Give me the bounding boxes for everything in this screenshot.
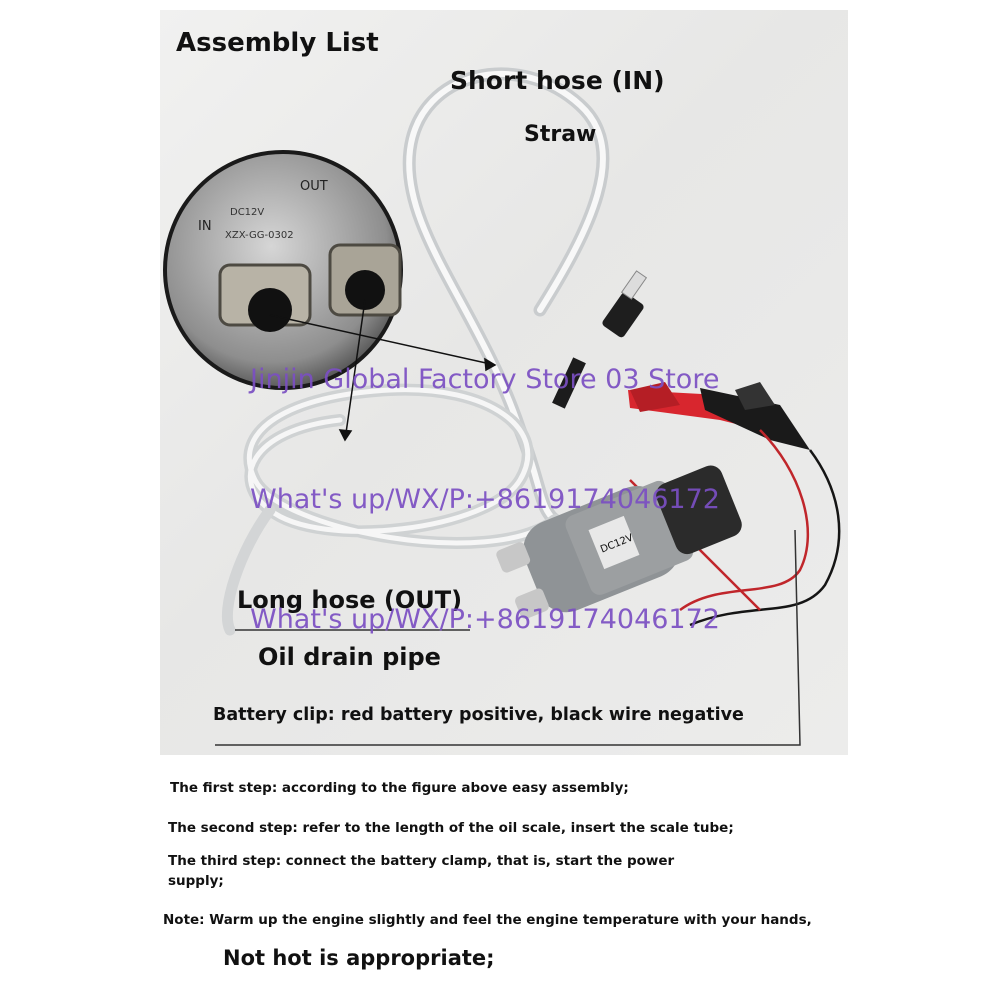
- fittings-inset: IN OUT DC12V XZX-GG-0302: [163, 150, 403, 390]
- battery-clips: [628, 382, 810, 450]
- oil-drain-label: Oil drain pipe: [258, 643, 441, 671]
- long-hose-label: Long hose (OUT): [237, 586, 463, 614]
- not-hot-note: Not hot is appropriate;: [223, 946, 495, 970]
- straw-label: Straw: [524, 122, 597, 147]
- step-2: The second step: refer to the length of …: [168, 820, 734, 836]
- contact-watermark-1: What's up/WX/P:+8619174046172: [250, 484, 720, 515]
- inset-out-mark: OUT: [300, 179, 328, 194]
- short-hose-label: Short hose (IN): [450, 66, 665, 95]
- inset-model: XZX-GG-0302: [225, 230, 294, 241]
- assembly-illustration: DC12V IN OUT DC12V XZX-GG-0302: [163, 67, 841, 746]
- straw-connector: [552, 270, 648, 409]
- assembly-list-title: Assembly List: [176, 28, 379, 58]
- inset-voltage: DC12V: [230, 207, 264, 218]
- long-hose-coil: [243, 383, 561, 549]
- note: Note: Warm up the engine slightly and fe…: [163, 912, 812, 928]
- pump: DC12V: [496, 465, 742, 619]
- store-watermark: Jinjin Global Factory Store 03 Store: [250, 364, 720, 395]
- step-3-line-2: supply;: [168, 873, 224, 889]
- contact-watermark-2: What's up/WX/P:+8619174046172: [250, 604, 720, 635]
- product-photo: DC12V IN OUT DC12V XZX-GG-0302: [160, 10, 848, 755]
- battery-clip-label: Battery clip: red battery positive, blac…: [213, 705, 744, 725]
- step-3-line-1: The third step: connect the battery clam…: [168, 853, 675, 869]
- step-1: The first step: according to the figure …: [170, 780, 629, 796]
- inset-in-mark: IN: [198, 219, 212, 234]
